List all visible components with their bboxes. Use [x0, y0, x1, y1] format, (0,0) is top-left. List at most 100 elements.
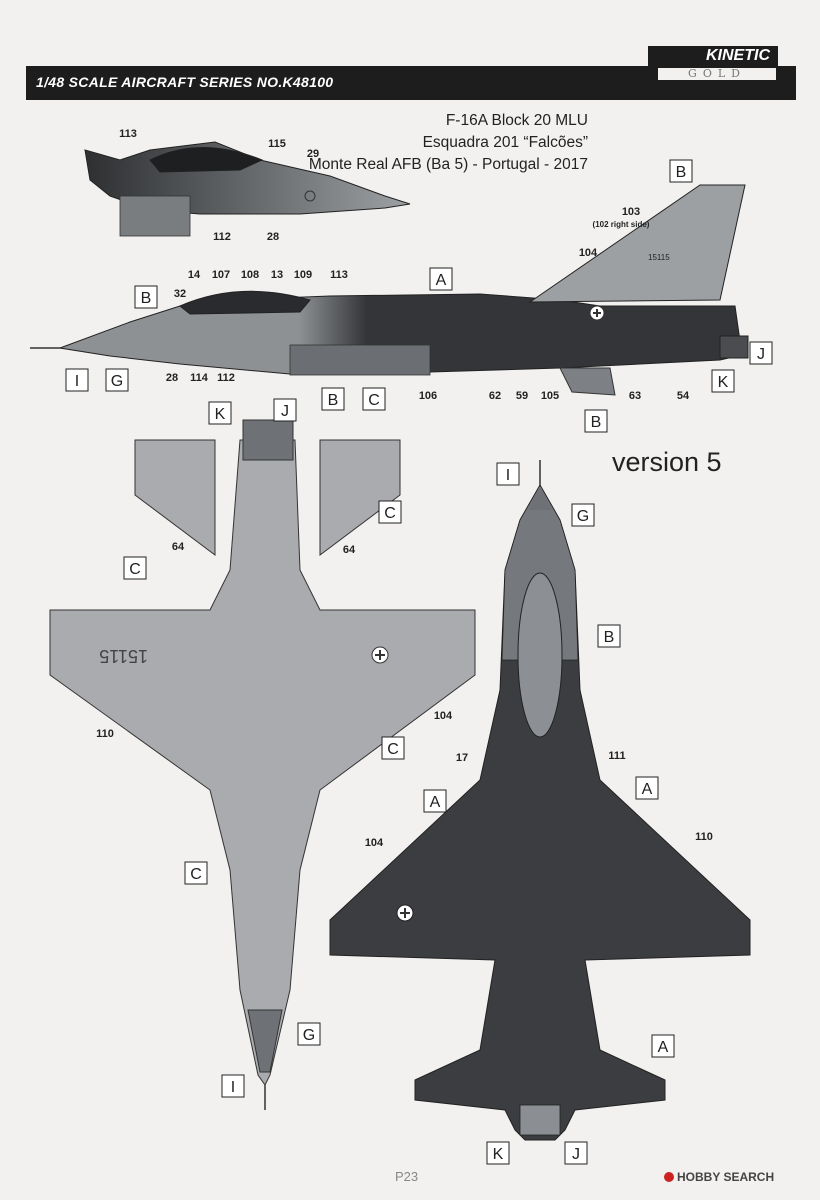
decal-callout-side_main-4: 13 — [271, 269, 283, 281]
paint-callout-top-1: G — [571, 503, 595, 527]
decal-callout-side_main-26: 103 — [622, 206, 640, 218]
decal-callout-side_main-18: 59 — [516, 390, 528, 402]
aircraft-title-block: F-16A Block 20 MLU Esquadra 201 “Falcões… — [309, 110, 588, 176]
callout-label: K — [718, 374, 729, 391]
paint-callout-side_main-24: J — [749, 341, 773, 365]
callout-label: 59 — [516, 390, 528, 402]
title-line-3: Monte Real AFB (Ba 5) - Portugal - 2017 — [308, 156, 588, 173]
callout-label: A — [642, 781, 653, 798]
paint-callout-bottom-11: I — [221, 1074, 245, 1098]
callout-label: I — [506, 467, 510, 484]
decal-callout-side_main-5: 109 — [294, 269, 312, 281]
paint-callout-bottom-8: C — [381, 736, 405, 760]
paint-callout-side_main-25: B — [669, 159, 693, 183]
decal-callout-side_main-17: 62 — [489, 390, 501, 402]
decal-callout-side_main-22: 54 — [677, 390, 690, 402]
callout-label: 115 — [268, 138, 286, 150]
decal-callout-side_main-9: 28 — [166, 372, 178, 384]
paint-callout-top-11: J — [564, 1141, 588, 1165]
decal-callout-side_main-3: 108 — [241, 269, 259, 281]
callout-label: J — [281, 403, 289, 420]
decal-callout-bottom-3: 64 — [172, 541, 185, 553]
logo-sub-text: GOLD — [656, 66, 778, 82]
kinetic-gold-logo: KINETIC GOLD — [648, 46, 778, 82]
callout-label: G — [111, 373, 123, 390]
callout-label: (102 right side) — [593, 220, 650, 229]
title-line-2: Esquadra 201 “Falcões” — [422, 134, 588, 151]
callout-label: C — [387, 741, 399, 758]
callout-label: G — [303, 1027, 315, 1044]
paint-callout-top-6: A — [423, 789, 447, 813]
paint-callout-top-0: I — [496, 462, 520, 486]
callout-label: B — [604, 629, 615, 646]
callout-label: C — [190, 866, 202, 883]
decal-callout-side_main-8: 32 — [174, 288, 186, 300]
callout-label: I — [231, 1079, 235, 1096]
paint-callout-side_main-13: G — [105, 368, 129, 392]
hobby-search-watermark: HOBBY SEARCH — [664, 1170, 774, 1184]
callout-label: 103 — [622, 206, 640, 218]
decal-callout-side_main-11: 112 — [217, 372, 235, 384]
decal-callout-bottom-6: 110 — [96, 728, 114, 740]
series-title: 1/48 SCALE AIRCRAFT SERIES NO.K48100 — [36, 74, 334, 90]
callout-label: 64 — [172, 541, 185, 553]
callout-label: 111 — [608, 750, 625, 762]
paint-callout-side_main-15: C — [362, 387, 386, 411]
paint-callout-top-2: B — [597, 624, 621, 648]
callout-label: A — [436, 272, 447, 289]
paint-callout-bottom-10: G — [297, 1022, 321, 1046]
decal-callout-top-8: 110 — [695, 831, 713, 843]
callout-label: 29 — [307, 148, 319, 160]
callout-label: K — [215, 406, 226, 423]
hobby-search-logo-icon — [664, 1172, 674, 1182]
callout-label: 106 — [419, 390, 437, 402]
watermark-text: HOBBY SEARCH — [677, 1170, 775, 1184]
paint-callout-side_main-14: B — [321, 387, 345, 411]
top-view — [329, 460, 751, 1141]
callout-label: A — [658, 1039, 669, 1056]
callout-label: 109 — [294, 269, 312, 281]
callout-label: 28 — [166, 372, 178, 384]
callout-label: 105 — [541, 390, 559, 402]
callout-label: 28 — [267, 231, 279, 243]
paint-callout-bottom-2: C — [378, 500, 402, 524]
callout-label: 104 — [579, 247, 598, 259]
paint-callout-side_main-0: B — [134, 285, 158, 309]
tail-number-side: 15115 — [648, 253, 670, 262]
callout-label: 112 — [217, 372, 235, 384]
callout-label: 113 — [119, 128, 137, 140]
callout-label: 13 — [271, 269, 283, 281]
decal-callout-top-7: 104 — [365, 837, 384, 849]
decal-callout-side_main-6: 113 — [330, 269, 348, 281]
callout-label: A — [430, 794, 441, 811]
title-line-1: F-16A Block 20 MLU — [445, 112, 588, 129]
tail-number-under: 15115 — [99, 646, 148, 666]
callout-label: 113 — [330, 269, 348, 281]
decal-callout-side_main-10: 114 — [190, 372, 209, 384]
side-view-main: 15115 — [30, 184, 749, 396]
callout-label: C — [129, 561, 141, 578]
callout-label: 104 — [434, 710, 453, 722]
callout-label: C — [384, 505, 396, 522]
callout-label: 112 — [213, 231, 231, 243]
decal-callout-side_small-0: 113 — [119, 128, 137, 140]
paint-callout-bottom-5: C — [123, 556, 147, 580]
bottom-view: 15115 — [49, 419, 476, 1110]
callout-label: B — [591, 414, 602, 431]
callout-label: 107 — [212, 269, 230, 281]
decal-callout-side_main-19: 105 — [541, 390, 559, 402]
decal-callout-side_main-21: 63 — [629, 390, 641, 402]
page-number: P23 — [395, 1169, 419, 1184]
decal-callout-side_small-4: 28 — [267, 231, 279, 243]
callout-label: B — [328, 392, 339, 409]
decal-callout-top-4: 111 — [608, 750, 625, 762]
callout-label: J — [572, 1146, 580, 1163]
callout-label: B — [676, 164, 687, 181]
callout-label: G — [577, 508, 589, 525]
paint-callout-side_main-7: A — [429, 267, 453, 291]
decal-callout-top-3: 17 — [456, 752, 468, 764]
callout-label: 108 — [241, 269, 259, 281]
decal-callout-side_main-27: (102 right side) — [593, 220, 650, 229]
paint-callout-bottom-1: J — [273, 398, 297, 422]
